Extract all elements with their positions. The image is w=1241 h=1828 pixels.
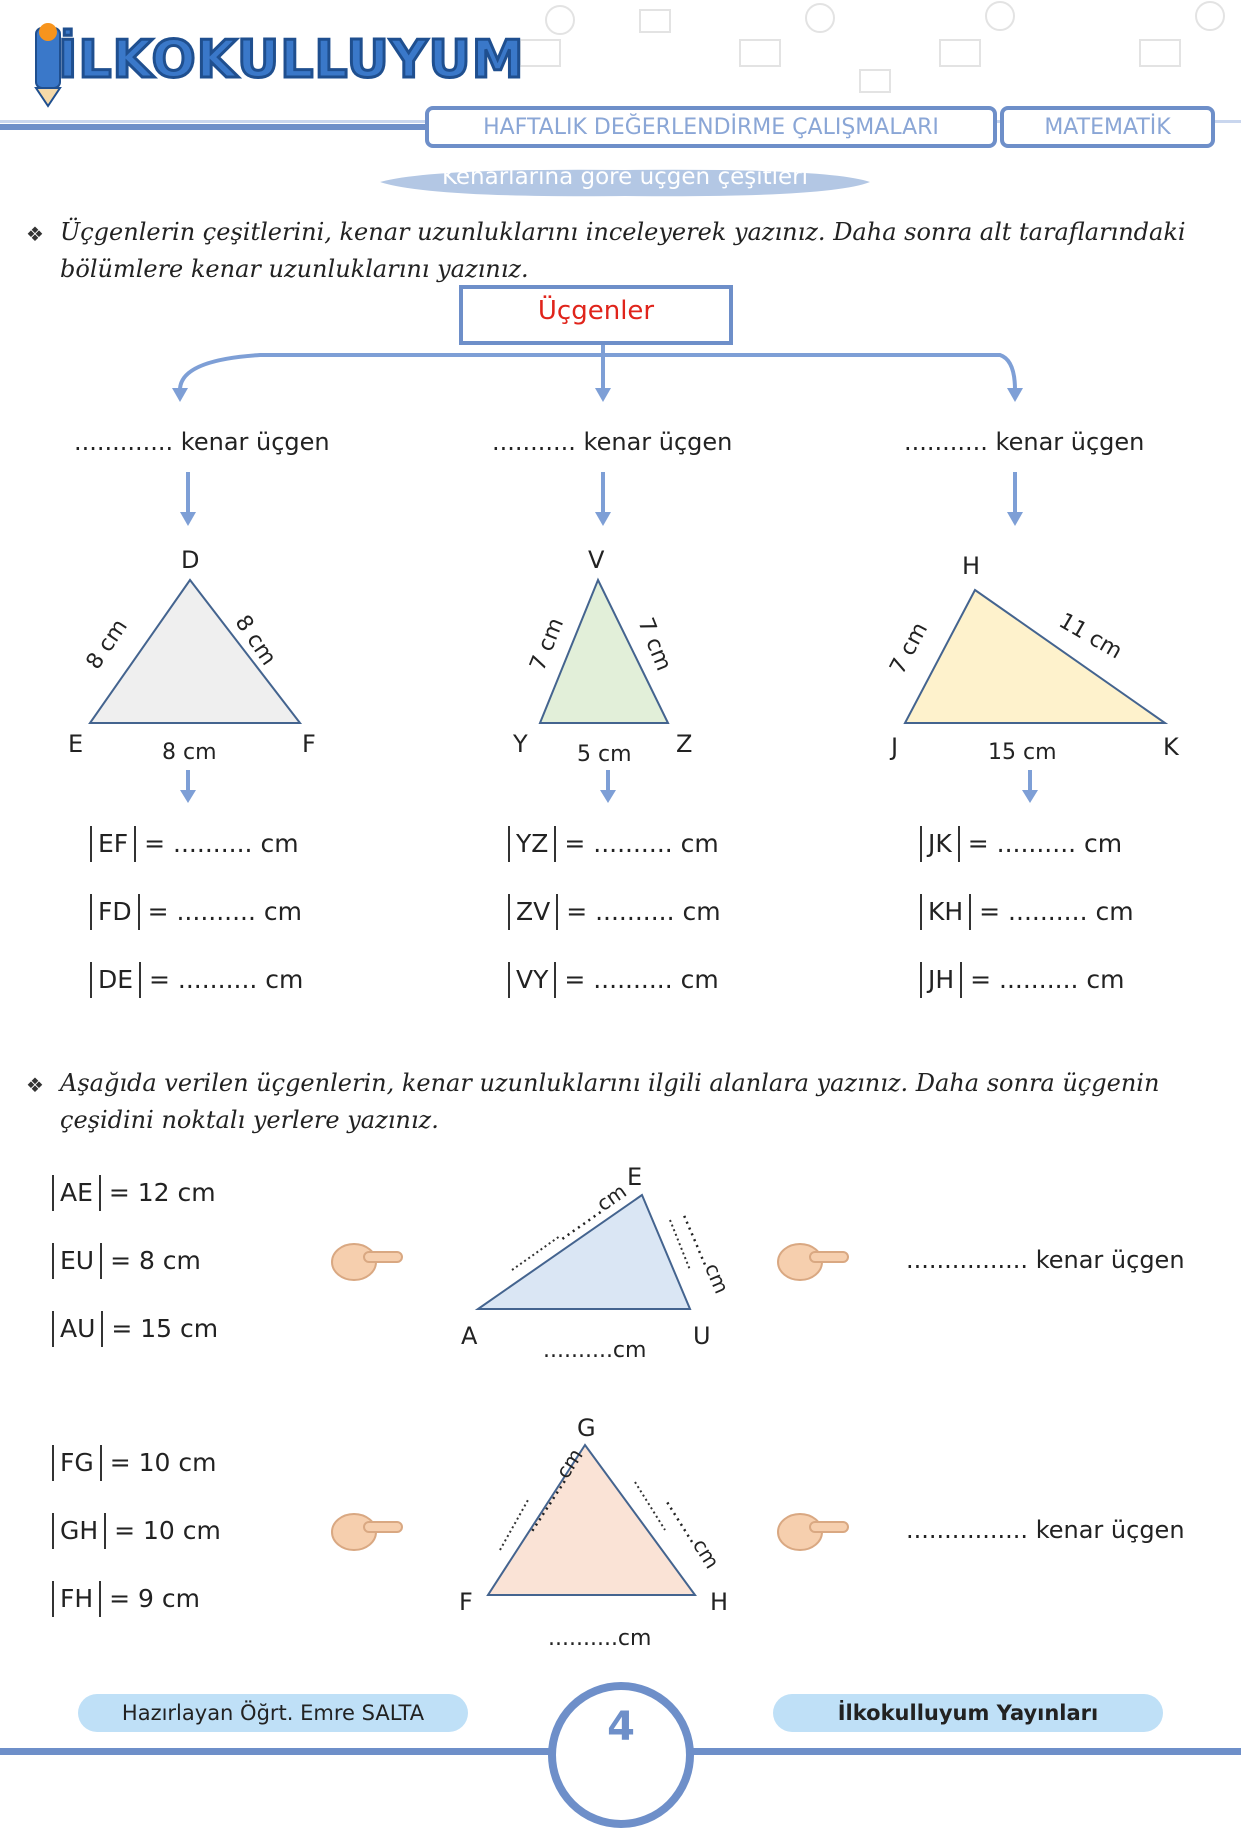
triangle-vyz (538, 577, 670, 724)
branch-label-3: ........... kenar üçgen (904, 428, 1145, 456)
instruction-2: Aşağıda verilen üçgenlerin, kenar uzunlu… (60, 1069, 1160, 1134)
mascot-icon (28, 18, 68, 108)
instruction-1: Üçgenlerin çeşitlerini, kenar uzunluklar… (60, 218, 1186, 283)
triangle-hjk (903, 588, 1169, 724)
measure-row: ZV = .......... cm (508, 894, 721, 930)
branch-label-2: ........... kenar üçgen (492, 428, 733, 456)
subtitle-brush (380, 169, 870, 197)
vertex-V: V (588, 546, 605, 574)
bullet-diamond-icon: ❖ (26, 222, 44, 246)
vertex-G: G (577, 1414, 596, 1442)
given-row: AE = 12 cm (52, 1175, 216, 1211)
side-JK: 15 cm (988, 740, 1057, 765)
vertex-J: J (891, 733, 899, 761)
triangle-def (88, 578, 303, 724)
vertex-Y: Y (513, 730, 528, 758)
vertex-H: H (962, 552, 981, 580)
measure-row: VY = .......... cm (508, 962, 719, 998)
given-row: AU = 15 cm (52, 1311, 218, 1347)
measure-row: FD = .......... cm (90, 894, 302, 930)
vertex-F: F (302, 730, 316, 758)
measure-row: JH = .......... cm (920, 962, 1125, 998)
root-label: Üçgenler (537, 296, 655, 326)
blank-FH: ..........cm (548, 1626, 652, 1651)
blank-AU: ..........cm (543, 1338, 647, 1363)
branch-label-1: ............. kenar üçgen (74, 428, 330, 456)
measure-row: EF = .......... cm (90, 826, 299, 862)
given-row: FG = 10 cm (52, 1445, 216, 1481)
measure-row: YZ = .......... cm (508, 826, 719, 862)
vertex-K: K (1163, 733, 1179, 761)
banner-subject: MATEMATİK (1000, 106, 1215, 148)
given-row: GH = 10 cm (52, 1513, 221, 1549)
arrows-row (180, 770, 1038, 803)
tree-diagram (172, 340, 1023, 526)
vertex-Z: Z (676, 730, 693, 758)
answer-2: ................ kenar üçgen (906, 1516, 1185, 1544)
given-row: FH = 9 cm (52, 1581, 200, 1617)
measure-row: DE = .......... cm (90, 962, 303, 998)
vertex-E: E (68, 730, 84, 758)
triangles-row (88, 577, 1169, 780)
subtitle: Kenarlarına göre üçgen çeşitleri (441, 164, 809, 190)
side-YZ: 5 cm (577, 742, 632, 767)
logo: İLKOKULLUYUM (57, 29, 526, 92)
problem-triangles (474, 1193, 697, 1596)
vertex-A: A (461, 1322, 478, 1350)
banner-title: HAFTALIK DEĞERLENDİRME ÇALIŞMALARI (425, 106, 997, 148)
vertex-D: D (181, 546, 200, 574)
vertex-U: U (693, 1322, 711, 1350)
side-EF: 8 cm (162, 740, 217, 765)
page-number: 4 (607, 1704, 635, 1750)
root-box (459, 285, 733, 345)
vertex-F2: F (459, 1588, 473, 1616)
pointing-hand-icon (777, 1513, 849, 1551)
bullet-diamond-icon: ❖ (26, 1073, 44, 1097)
author-pill: Hazırlayan Öğrt. Emre SALTA (78, 1694, 468, 1732)
triangle-eau (474, 1193, 692, 1310)
triangle-gfh (486, 1443, 697, 1596)
vertex-H2: H (710, 1588, 729, 1616)
answer-1: ................ kenar üçgen (906, 1246, 1185, 1274)
pointing-hand-icon (331, 1243, 403, 1281)
measure-row: JK = .......... cm (920, 826, 1122, 862)
publisher-pill: İlkokulluyum Yayınları (773, 1694, 1163, 1732)
pointing-hand-icon (777, 1243, 849, 1281)
vertex-E2: E (627, 1163, 643, 1191)
pointing-hand-icon (331, 1513, 403, 1551)
given-row: EU = 8 cm (52, 1243, 201, 1279)
measure-row: KH = .......... cm (920, 894, 1134, 930)
